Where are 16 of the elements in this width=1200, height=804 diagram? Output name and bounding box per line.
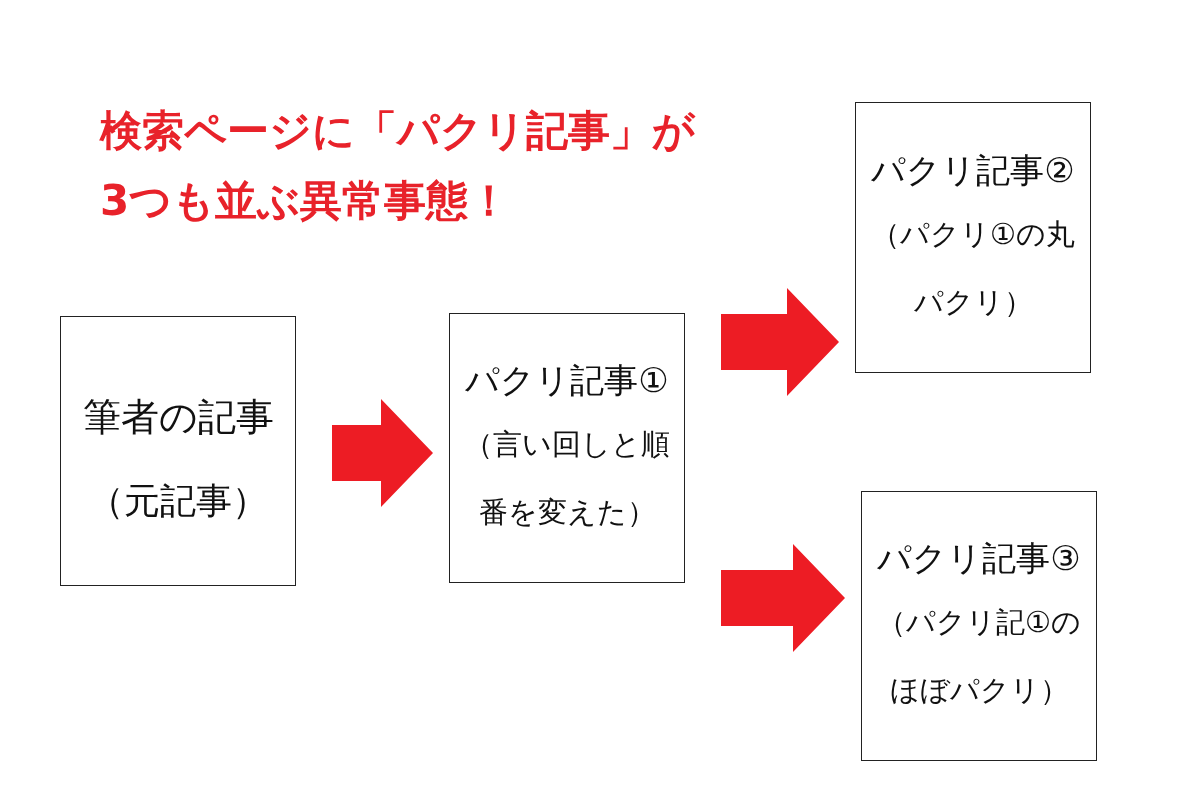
box-title: 筆者の記事: [82, 394, 274, 441]
article-box: [861, 491, 1097, 761]
box-note: （パクリ記①のほぼパクリ）: [876, 604, 1082, 709]
block-arrow: [332, 399, 433, 507]
block-arrow: [721, 544, 845, 652]
article-box: [855, 102, 1091, 373]
box-note: （言い回しと順番を変えた）: [463, 426, 671, 531]
box-note: （パクリ①の丸パクリ）: [870, 215, 1076, 321]
box-title: パクリ記事①: [465, 359, 669, 402]
block-arrow: [721, 288, 839, 396]
article-box: [60, 316, 296, 586]
box-title: パクリ記事②: [871, 148, 1075, 192]
box-title: パクリ記事③: [877, 537, 1081, 580]
article-box: [449, 313, 685, 583]
box-note: （元記事）: [87, 479, 269, 523]
heading: 検索ページに「パクリ記事」が3つも並ぶ異常事態！: [100, 105, 697, 227]
